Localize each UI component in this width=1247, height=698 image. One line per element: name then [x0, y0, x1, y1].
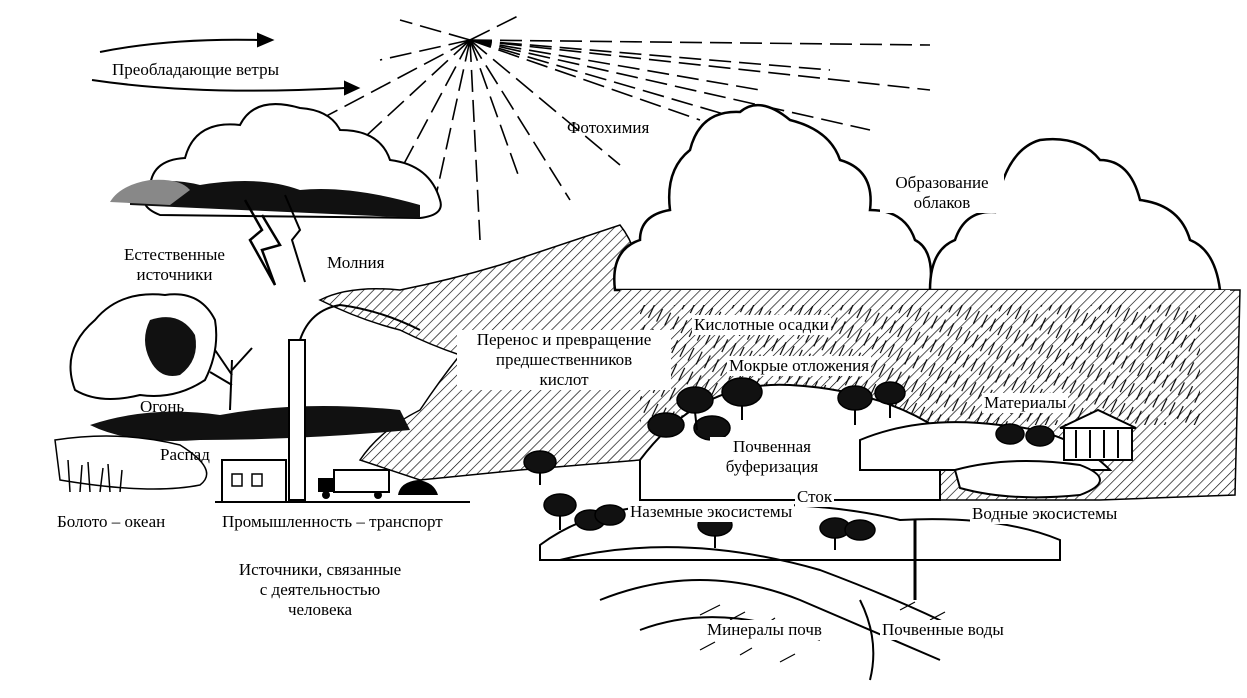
fire-smoke [69, 293, 218, 400]
label-transport: Перенос и превращение предшественников к… [457, 330, 671, 390]
label-runoff: Сток [795, 487, 835, 507]
label-soil-water: Почвенные воды [880, 620, 1006, 640]
label-wet-deposition: Мокрые отложения [727, 356, 872, 376]
label-prevailing-winds: Преобладающие ветры [112, 60, 279, 79]
label-cloud-formation-line1: Образование [895, 173, 989, 192]
label-soil-buffering: Почвенная буферизация [710, 437, 834, 477]
ground-dark [90, 406, 410, 441]
right-clouds [613, 103, 1230, 304]
label-natural-sources: Естественные источники [112, 245, 237, 285]
label-industry-transport: Промышленность – транспорт [222, 512, 443, 531]
label-human-sources-line1: Источники, связанные [238, 560, 402, 579]
industry [215, 303, 470, 503]
label-cloud-formation-line2: облаков [913, 193, 971, 212]
storm-cloud [110, 103, 442, 286]
label-soil-minerals: Минералы почв [705, 620, 824, 640]
label-aquatic-ecosystems: Водные экосистемы [970, 504, 1120, 524]
label-transport-line3: кислот [539, 370, 589, 389]
tree-trunks [539, 404, 891, 550]
label-transport-line2: предшественников [495, 350, 633, 369]
label-natural-sources-line2: источники [136, 265, 213, 284]
label-terrestrial-ecosystems: Наземные экосистемы [628, 502, 795, 522]
label-natural-sources-line1: Естественные [124, 245, 225, 264]
label-human-sources-line2: с деятельностью [259, 580, 381, 599]
label-lightning: Молния [327, 253, 385, 272]
label-human-sources-line3: человека [287, 600, 353, 619]
reeds [67, 459, 123, 493]
label-transport-line1: Перенос и превращение [476, 330, 652, 349]
label-cloud-formation: Образование облаков [880, 173, 1004, 213]
label-soil-buffering-line1: Почвенная [733, 437, 811, 456]
building [1059, 408, 1137, 461]
label-swamp-ocean: Болото – океан [57, 512, 166, 531]
label-materials: Материалы [982, 393, 1069, 413]
label-decay: Распад [160, 445, 210, 464]
wind-arrows [91, 32, 361, 96]
label-soil-buffering-line2: буферизация [725, 457, 819, 476]
bare-tree [209, 347, 253, 411]
label-photochemistry: Фотохимия [567, 118, 650, 137]
label-acid-precipitation: Кислотные осадки [692, 315, 831, 335]
label-human-sources: Источники, связанные с деятельностью чел… [220, 560, 420, 620]
swamp-water [54, 435, 208, 490]
lake [953, 460, 1101, 499]
label-fire: Огонь [140, 397, 185, 416]
